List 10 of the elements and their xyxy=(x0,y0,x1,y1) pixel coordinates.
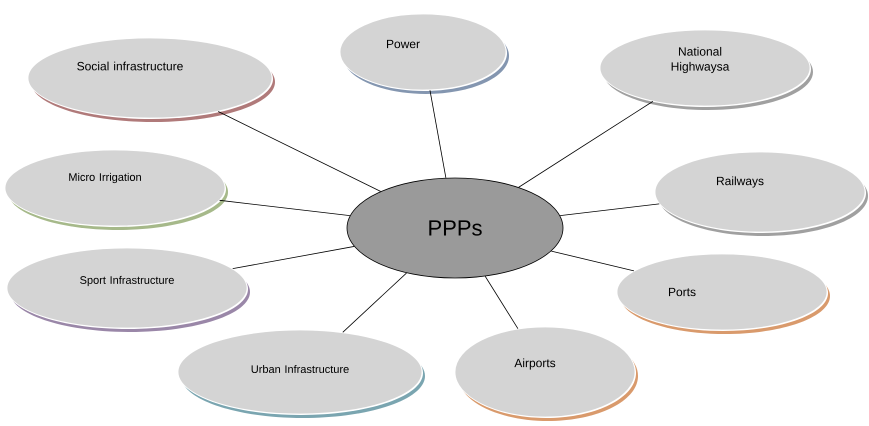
connector-line xyxy=(219,200,350,216)
connector-line xyxy=(484,276,518,330)
connector-line xyxy=(218,111,381,192)
connector-line xyxy=(232,246,355,270)
connector-line xyxy=(560,204,660,216)
connector-line xyxy=(518,100,654,188)
node-label: Social infrastructure xyxy=(77,62,183,70)
connector-line xyxy=(430,90,446,178)
connector-line xyxy=(342,272,407,333)
connector-line xyxy=(550,250,634,272)
